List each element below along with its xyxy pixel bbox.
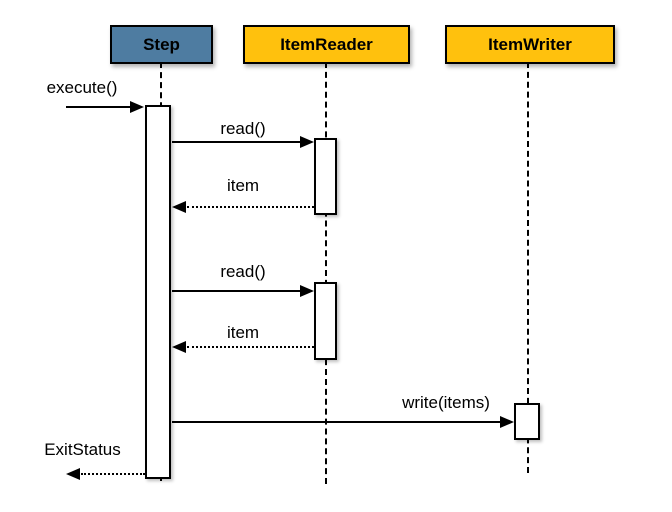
message-label-read-2: read() bbox=[220, 262, 266, 281]
arrowhead-icon bbox=[500, 416, 514, 428]
message-line-exitstatus bbox=[81, 473, 145, 475]
arrowhead-icon bbox=[172, 201, 186, 213]
message-label-item-1: item bbox=[226, 176, 260, 195]
lifeline-header-itemwriter: ItemWriter bbox=[445, 25, 615, 64]
arrowhead-icon bbox=[300, 285, 314, 297]
message-label-execute: execute() bbox=[46, 78, 118, 97]
message-label-item-2: item bbox=[226, 323, 260, 342]
lifeline-header-step: Step bbox=[110, 25, 213, 64]
message-line-execute bbox=[66, 106, 131, 108]
arrowhead-icon bbox=[130, 101, 144, 113]
message-line-read-1 bbox=[172, 141, 301, 143]
activation-bar-itemwriter bbox=[514, 403, 540, 440]
lifeline-itemwriter bbox=[527, 62, 529, 473]
activation-bar-step bbox=[145, 105, 171, 479]
message-line-item-2 bbox=[187, 346, 314, 348]
lifeline-header-itemreader: ItemReader bbox=[243, 25, 410, 64]
message-label-read-1: read() bbox=[220, 119, 266, 138]
arrowhead-icon bbox=[66, 468, 80, 480]
activation-bar-itemreader-1 bbox=[314, 138, 337, 215]
message-label-exitstatus: ExitStatus bbox=[44, 440, 121, 459]
activation-bar-itemreader-2 bbox=[314, 282, 337, 360]
arrowhead-icon bbox=[300, 136, 314, 148]
message-label-write: write(items) bbox=[402, 393, 490, 412]
message-line-item-1 bbox=[187, 206, 314, 208]
arrowhead-icon bbox=[172, 341, 186, 353]
message-line-write bbox=[172, 421, 501, 423]
lifeline-itemreader bbox=[325, 62, 327, 484]
message-line-read-2 bbox=[172, 290, 301, 292]
